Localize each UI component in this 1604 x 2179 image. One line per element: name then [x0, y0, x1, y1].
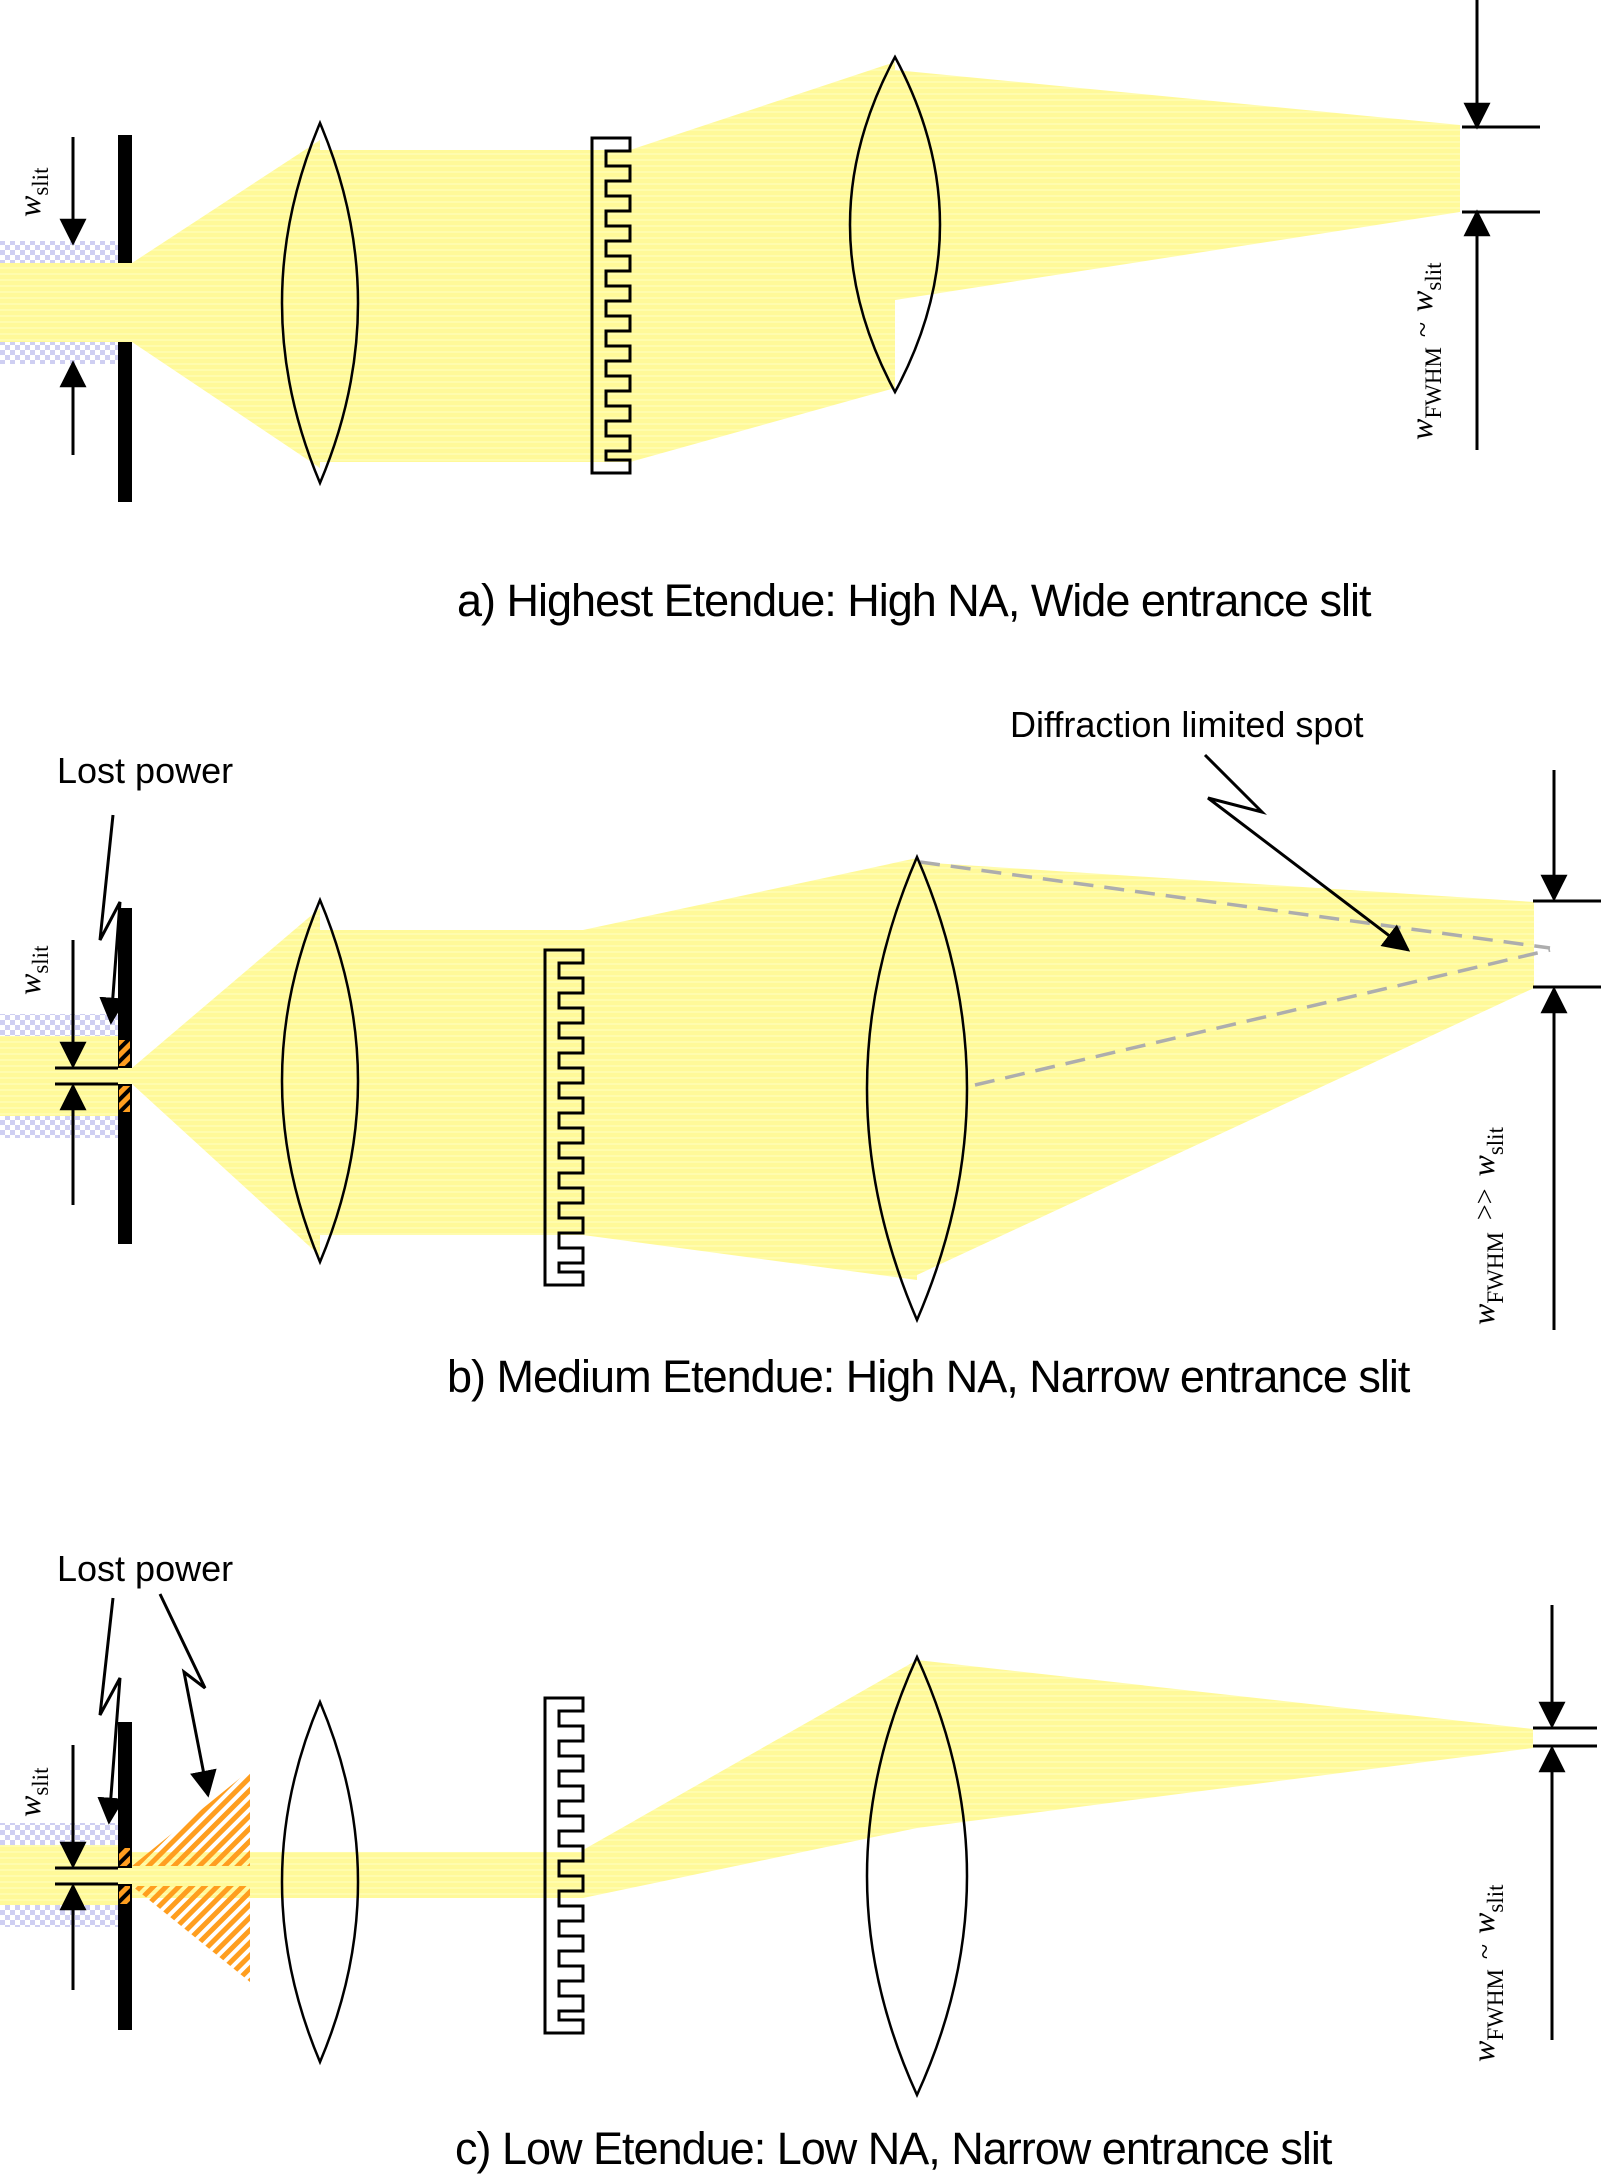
- lost-power-hatch-lower: [119, 1086, 130, 1112]
- focusing-beam: [917, 862, 1534, 1275]
- collimating-lens: [280, 1698, 360, 2066]
- output-width-label: wFWHM~wslit: [1465, 1884, 1508, 2062]
- diffracted-beam: [630, 62, 895, 462]
- lost-power-label: Lost power: [57, 750, 233, 791]
- slit-width-label: wslit: [11, 945, 53, 995]
- diffraction-spot-bolt-arrow: [1203, 753, 1411, 952]
- diffraction-spot-label: Diffraction limited spot: [1010, 704, 1363, 745]
- slit-gap-beam: [118, 1068, 132, 1084]
- panel-b: wslit Lost power Diffraction limited spo…: [0, 704, 1601, 1402]
- lost-power-bolt-arrow-cone: [158, 1593, 217, 1798]
- caption-c: c) Low Etendue: Low NA, Narrow entrance …: [455, 2123, 1333, 2174]
- lost-power-cone-lower: [132, 1886, 250, 1982]
- collimated-beam: [320, 150, 630, 462]
- output-width-label: wFWHM>>wslit: [1465, 1126, 1508, 1325]
- clipped-beam-upper: [0, 1823, 132, 1845]
- lost-power-cone-upper: [132, 1770, 250, 1866]
- collimated-beam: [320, 930, 583, 1235]
- focusing-beam: [895, 70, 1460, 300]
- caption-a: a) Highest Etendue: High NA, Wide entran…: [457, 575, 1372, 626]
- clipped-beam-upper: [0, 241, 132, 263]
- caption-b: b) Medium Etendue: High NA, Narrow entra…: [447, 1351, 1411, 1402]
- focusing-lens: [865, 1653, 969, 2099]
- lost-power-label: Lost power: [57, 1548, 233, 1589]
- panel-c: wslit Lost power wFWHM~wslit c) Low Eten…: [0, 1548, 1597, 2174]
- focusing-beam: [917, 1660, 1533, 1828]
- lost-power-hatch-upper: [119, 1848, 130, 1866]
- lost-power-hatch-lower: [119, 1886, 130, 1904]
- diverging-beam: [132, 908, 320, 1256]
- focusing-lens: [865, 853, 969, 1324]
- clipped-beam-upper: [0, 1014, 132, 1036]
- incoming-beam: [0, 1036, 132, 1116]
- clipped-beam-lower: [0, 1116, 132, 1138]
- incoming-beam: [0, 1845, 132, 1905]
- clipped-beam-lower: [0, 342, 132, 364]
- lost-power-bolt-arrow-slit: [97, 1597, 125, 1825]
- diffracted-beam: [583, 858, 917, 1280]
- slit-bar-bottom: [118, 342, 132, 502]
- diffraction-cone-upper-dash: [919, 860, 1551, 950]
- slit-bar-top: [118, 908, 132, 1068]
- focusing-lens: [848, 54, 942, 395]
- collimating-lens: [280, 896, 360, 1266]
- clipped-beam-lower: [0, 1905, 132, 1927]
- slit-width-label: wslit: [11, 1767, 53, 1817]
- panel-a: wslit wFWHM~wslit a) Highest Etendue: Hi…: [0, 0, 1540, 626]
- incoming-beam: [0, 263, 132, 342]
- diffracted-beam: [583, 1660, 917, 1898]
- output-width-label: wFWHM~wslit: [1403, 262, 1446, 440]
- slit-width-label: wslit: [11, 167, 53, 217]
- slit-bar-top: [118, 1722, 132, 1868]
- slit-gap-beam: [118, 1868, 132, 1884]
- slit-bar-bottom: [118, 1884, 132, 2030]
- lost-power-bolt-arrow: [98, 814, 127, 1025]
- diverging-beam: [132, 140, 320, 468]
- lost-power-hatch-upper: [119, 1040, 130, 1066]
- collimating-lens: [280, 119, 360, 487]
- diffraction-cone-lower-dash: [974, 948, 1551, 1087]
- slit-bar-bottom: [118, 1084, 132, 1244]
- slit-bar-top: [118, 135, 132, 263]
